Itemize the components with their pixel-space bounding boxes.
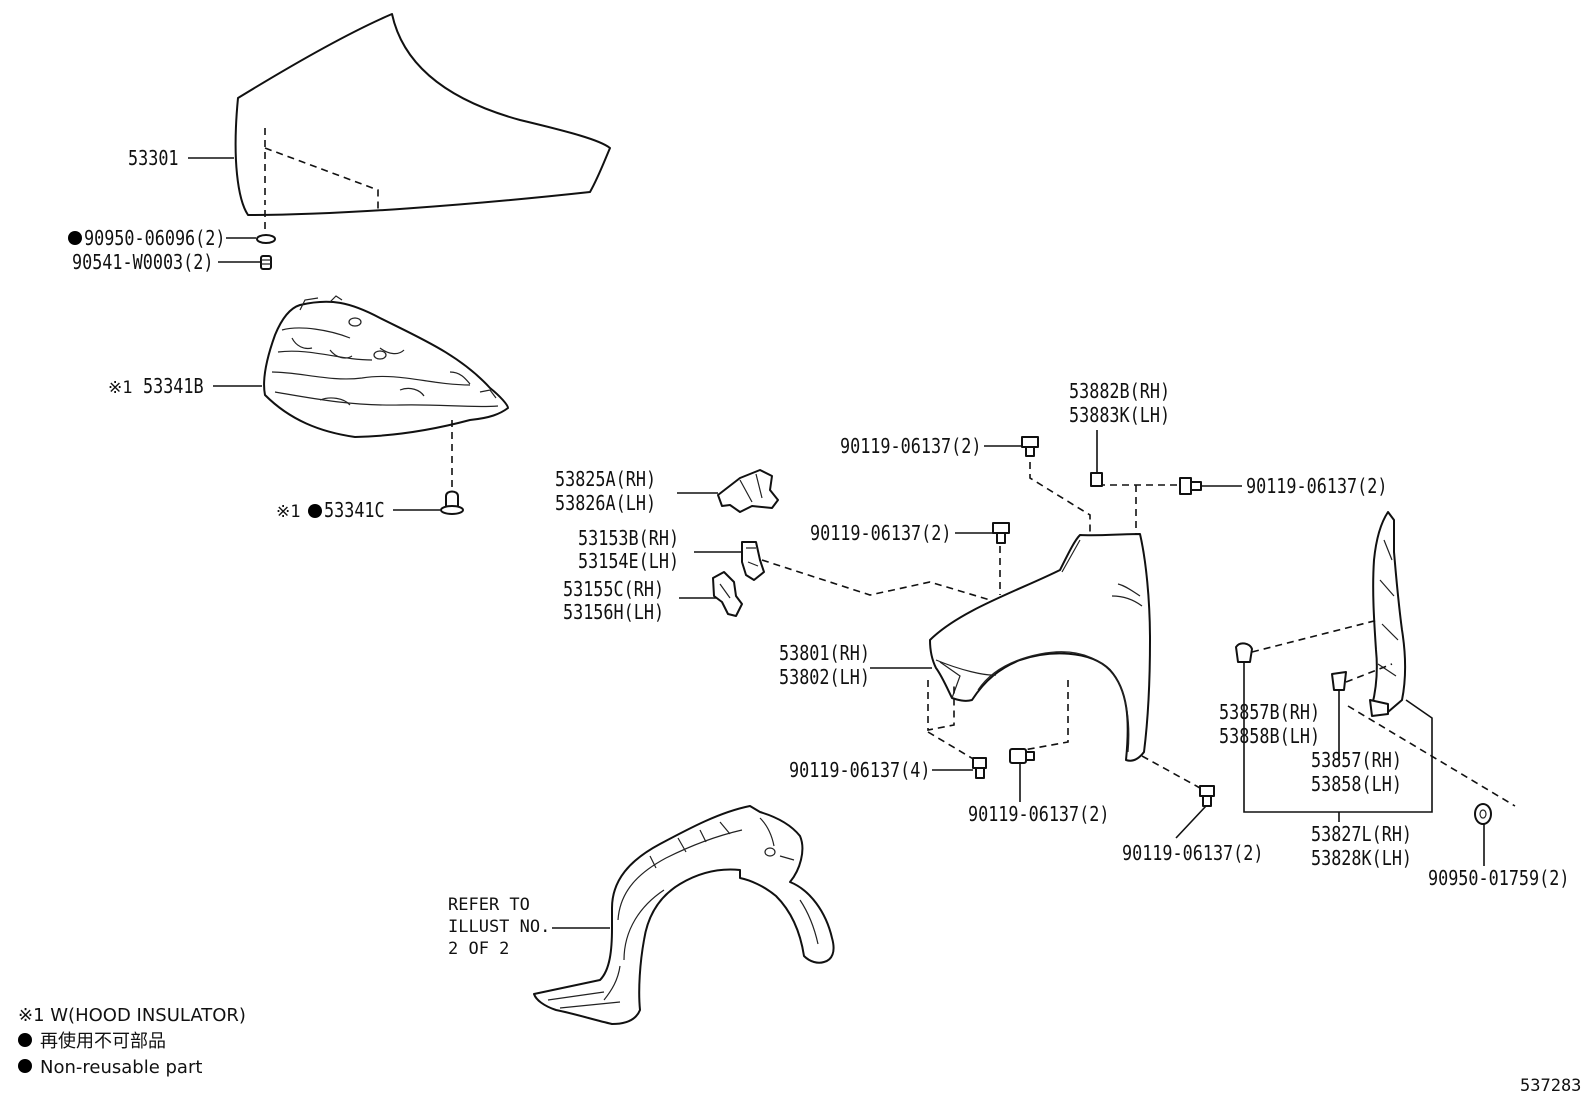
bolt-top-label: 90119-06137(2) <box>840 436 981 459</box>
top-seal-lh-label: 53883K(LH) <box>1069 405 1170 428</box>
bolt-lower-left-label: 90119-06137(4) <box>789 760 930 783</box>
seal-bracket-line <box>1243 662 1433 813</box>
bolt-top-right-icon <box>1179 477 1202 495</box>
bracket-a-rh-label: 53825A(RH) <box>555 469 656 492</box>
hood-insulator-note-mark: ※1 <box>108 378 132 398</box>
bolt-lower-mid-icon <box>1009 748 1035 764</box>
pad-b-rh-label: 53857B(RH) <box>1219 702 1320 725</box>
bolt-mid-icon <box>992 522 1010 544</box>
hood-insulator-label: 53341B <box>143 376 204 399</box>
bolt-lower-left-icon <box>972 757 987 779</box>
bracket-a-part <box>717 469 779 513</box>
bolt-lower-right-icon <box>1199 785 1215 807</box>
clip-right-icon <box>1474 803 1492 825</box>
bracket-c-part <box>712 571 743 617</box>
bolt-lower-right-dashline <box>1141 755 1201 789</box>
bolt-lower-right-leader <box>1175 805 1207 839</box>
fender-liner-part <box>533 805 835 1025</box>
pad-b-icon <box>1235 642 1253 663</box>
bracket-fender-dashline <box>761 559 991 601</box>
hood-cushion-label: 90541-W0003(2) <box>72 252 213 275</box>
pad-b-lh-label: 53858B(LH) <box>1219 726 1320 749</box>
hood-cushion-icon <box>260 255 272 270</box>
non-reusable-dot <box>68 231 82 245</box>
hood-label: 53301 <box>128 148 179 171</box>
pad-rh-label: 53857(RH) <box>1311 750 1402 773</box>
bolt-lower-mid-dashline <box>1023 680 1069 751</box>
bracket-c-lh-label: 53156H(LH) <box>563 602 664 625</box>
refer-line-1: REFER TO <box>448 895 530 915</box>
bracket-c-rh-label: 53155C(RH) <box>563 579 664 602</box>
insulator-clip-note-mark: ※1 <box>276 502 300 522</box>
seal-l-rh-label: 53827L(RH) <box>1311 824 1412 847</box>
bolt-lower-mid-label: 90119-06137(2) <box>968 804 1109 827</box>
fender-rh-label: 53801(RH) <box>779 643 870 666</box>
fender-lower-dashline <box>927 680 955 731</box>
bolt-lower-left-dashline <box>927 731 976 761</box>
pad-lh-label: 53858(LH) <box>1311 774 1402 797</box>
clip-right-label: 90950-01759(2) <box>1428 868 1569 891</box>
fender-lh-label: 53802(LH) <box>779 667 870 690</box>
fender-panel <box>929 533 1151 762</box>
pad-icon <box>1331 671 1347 691</box>
top-seal-dashline <box>1098 484 1180 535</box>
top-seal-icon <box>1090 472 1103 487</box>
bolt-top-dashline <box>1029 450 1091 535</box>
hood-insulator-panel <box>263 295 509 438</box>
insulator-clip-icon <box>440 490 464 515</box>
illustration-id: 537283 <box>1520 1076 1581 1096</box>
hood-seal-ring <box>256 234 276 244</box>
legend-dot-jp <box>18 1033 32 1047</box>
refer-line-2: ILLUST NO. <box>448 917 550 937</box>
pad-dashline <box>1345 663 1393 683</box>
fender-seal-part <box>1369 511 1406 717</box>
legend-note-1: ※1 W(HOOD INSULATOR) <box>18 1005 246 1026</box>
pad-b-dashline <box>1251 619 1379 653</box>
bracket-b-lh-label: 53154E(LH) <box>578 551 679 574</box>
refer-line-3: 2 OF 2 <box>448 939 509 959</box>
bracket-a-lh-label: 53826A(LH) <box>555 493 656 516</box>
hood-seal-label: 90950-06096(2) <box>84 228 225 251</box>
legend-non-reusable-en: Non-reusable part <box>40 1057 202 1078</box>
bolt-lower-right-label: 90119-06137(2) <box>1122 843 1263 866</box>
bolt-top-icon <box>1021 436 1039 457</box>
insulator-clip-label: 53341C <box>324 500 385 523</box>
non-reusable-dot <box>308 504 322 518</box>
legend-dot-en <box>18 1059 32 1073</box>
bracket-b-part <box>741 541 765 581</box>
seal-k-lh-label: 53828K(LH) <box>1311 848 1412 871</box>
legend-non-reusable-jp: 再使用不可部品 <box>40 1031 166 1052</box>
hood-panel <box>234 13 611 232</box>
bracket-b-rh-label: 53153B(RH) <box>578 528 679 551</box>
bolt-mid-label: 90119-06137(2) <box>810 523 951 546</box>
top-seal-rh-label: 53882B(RH) <box>1069 381 1170 404</box>
bolt-top-right-label: 90119-06137(2) <box>1246 476 1387 499</box>
